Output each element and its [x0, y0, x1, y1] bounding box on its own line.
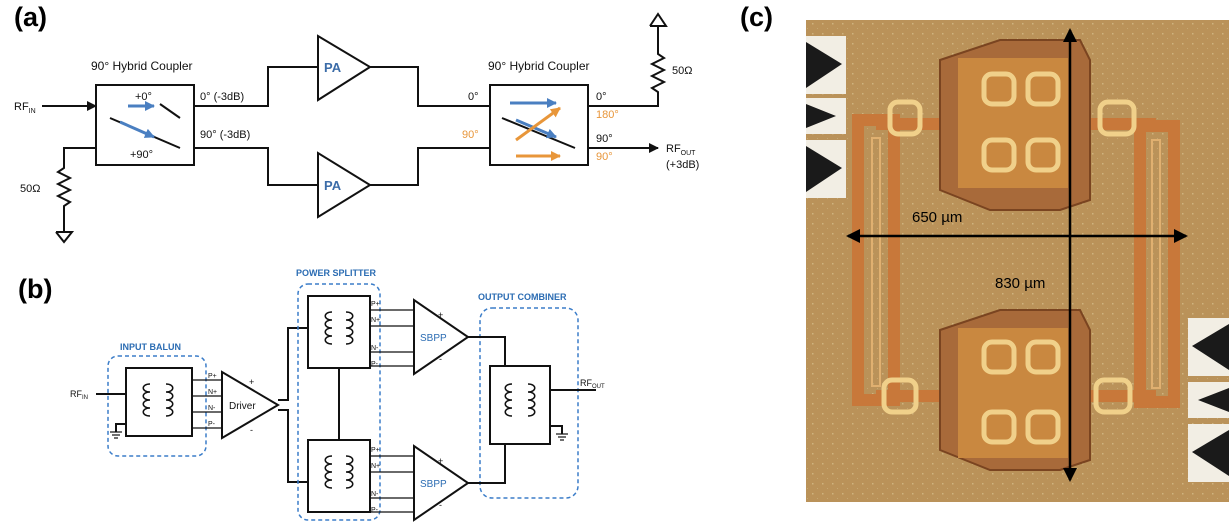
sbpp-top-to-combiner [468, 337, 505, 366]
panel-c-label: (c) [740, 2, 773, 32]
sbpp-bottom-pins: P+ N+ N- P- [371, 447, 380, 514]
left-coupler-tick [160, 104, 180, 118]
left-resistor-label: 50Ω [20, 183, 40, 195]
sbpp-bottom-plus: + [438, 456, 443, 466]
svg-text:N+: N+ [371, 463, 380, 470]
driver-to-splitter-bottom [278, 410, 308, 482]
panel-b-label: (b) [18, 274, 52, 304]
right-90-label: 90° [596, 133, 613, 145]
combiner-ground-wire [550, 426, 562, 434]
splitter-bottom-coils [325, 456, 353, 488]
svg-text:N-: N- [208, 405, 216, 412]
sbpp-top-plus: + [438, 310, 443, 320]
wire-bottom-to-pa [194, 148, 318, 185]
svg-text:P-: P- [371, 507, 379, 514]
driver-plus: + [249, 377, 254, 387]
right-in-90-label: 90° [462, 129, 479, 141]
balun-ground-wire [116, 424, 126, 432]
dim-width-label: 650 µm [912, 209, 962, 226]
rf-out-label: RFOUT [666, 143, 696, 157]
combiner-coils [505, 384, 535, 416]
left-plus0-label: +0° [135, 91, 152, 103]
panel-c: (c) [740, 2, 1229, 502]
svg-text:P+: P+ [371, 447, 380, 454]
sbpp-top-minus: - [439, 354, 442, 364]
balun-ground-icon [110, 432, 122, 438]
driver-to-splitter-top [278, 328, 308, 400]
panel-a: (a) 90° Hybrid Coupler +0° +90° RFIN 50Ω… [14, 2, 699, 242]
svg-text:P-: P- [208, 421, 216, 428]
die-bond-pads-left [806, 36, 846, 198]
output-combiner-title: OUTPUT COMBINER [478, 292, 567, 302]
wire-pa-bottom-out [370, 148, 490, 185]
out-0-label: 0° (-3dB) [200, 91, 244, 103]
sbpp-bottom-to-combiner [468, 444, 505, 483]
svg-text:N-: N- [371, 345, 379, 352]
left-coupler-title: 90° Hybrid Coupler [91, 59, 193, 73]
pa-top-label: PA [324, 60, 342, 75]
left-ground-icon [56, 232, 72, 242]
sbpp-bottom-minus: - [439, 500, 442, 510]
splitter-top-coils [325, 312, 353, 344]
driver-pins: P+ N+ N- P- [208, 373, 217, 428]
combiner-rf-out-label: RFOUT [580, 378, 605, 390]
sbpp-bottom-label: SBPP [420, 479, 447, 490]
rf-out-gain-label: (+3dB) [666, 159, 699, 171]
splitter-bottom-box [308, 440, 370, 512]
svg-text:N+: N+ [208, 389, 217, 396]
splitter-top-box [308, 296, 370, 368]
pa-bottom-label: PA [324, 178, 342, 193]
right-resistor-label: 50Ω [672, 65, 692, 77]
balun-rf-in-label: RFIN [70, 389, 88, 401]
input-balun-title: INPUT BALUN [120, 342, 181, 352]
left-plus90-label: +90° [130, 149, 153, 161]
driver-label: Driver [229, 401, 256, 412]
right-180-label: 180° [596, 109, 619, 121]
rf-in-label: RFIN [14, 101, 36, 115]
driver-minus: - [250, 425, 253, 435]
out-90-label: 90° (-3dB) [200, 129, 250, 141]
balun-to-driver-wires [192, 380, 222, 428]
svg-text:P-: P- [371, 361, 379, 368]
svg-text:N-: N- [371, 491, 379, 498]
right-coupler-title: 90° Hybrid Coupler [488, 59, 590, 73]
right-in-0-label: 0° [468, 91, 479, 103]
svg-text:P+: P+ [208, 373, 217, 380]
sbpp-top-pins: P+ N+ N- P- [371, 301, 380, 368]
power-splitter-title: POWER SPLITTER [296, 268, 377, 278]
sbpp-top-label: SBPP [420, 333, 447, 344]
right-90b-label: 90° [596, 151, 613, 163]
dim-height-label: 830 µm [995, 275, 1045, 292]
input-balun-coils [143, 384, 173, 416]
combiner-box [490, 366, 550, 444]
die-bond-pads-right [1188, 318, 1229, 482]
panel-b: (b) INPUT BALUN RFIN P+ N+ N- P- Driver … [18, 268, 605, 520]
input-balun-box [126, 368, 192, 436]
right-0-label: 0° [596, 91, 607, 103]
combiner-ground-icon [556, 434, 568, 440]
svg-text:P+: P+ [371, 301, 380, 308]
panel-a-label: (a) [14, 2, 47, 32]
left-50ohm-resistor [58, 148, 96, 232]
svg-text:N+: N+ [371, 317, 380, 324]
right-ground-icon [650, 14, 666, 26]
left-blue-arrow-diag [120, 122, 154, 137]
